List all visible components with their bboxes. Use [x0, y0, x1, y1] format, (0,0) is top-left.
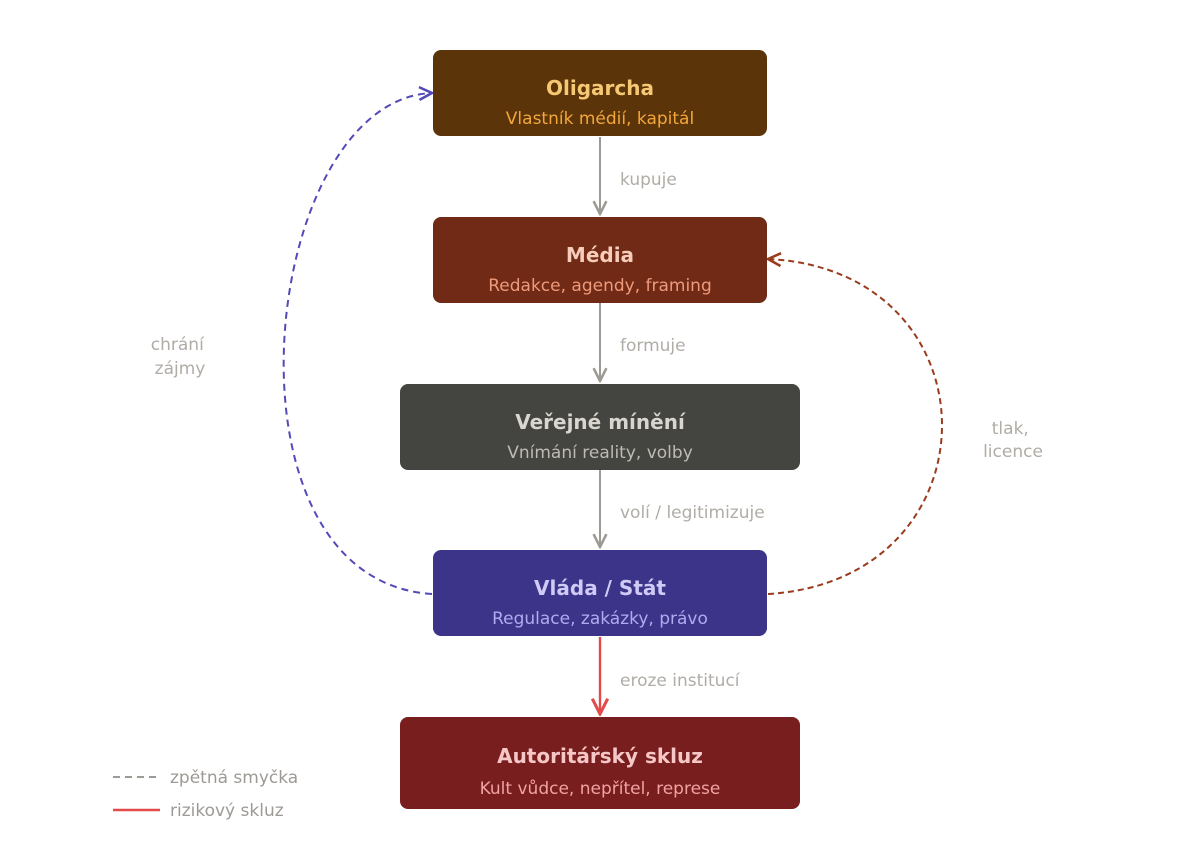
feedback-arrow-chrani-zajmy [282, 93, 432, 595]
edge-label-formuje: formuje [620, 336, 686, 356]
node-title: Oligarcha [546, 76, 654, 100]
node-verejne-mineni: Veřejné mínění Vnímání reality, volby [400, 384, 800, 470]
node-title: Veřejné mínění [515, 410, 686, 434]
node-title: Vláda / Stát [534, 576, 666, 600]
edge-label-voli: volí / legitimizuje [620, 503, 765, 523]
node-subtitle: Vnímání reality, volby [507, 443, 693, 463]
legend-label: rizikový skluz [170, 801, 284, 821]
node-title: Média [566, 243, 634, 267]
legend: zpětná smyčka rizikový skluz [113, 768, 298, 821]
node-subtitle: Redakce, agendy, framing [488, 276, 712, 296]
feedback-label-tlak-licence: tlak, licence [983, 419, 1043, 462]
node-box [433, 550, 767, 636]
node-box [400, 717, 800, 809]
node-media: Média Redakce, agendy, framing [433, 217, 767, 303]
feedback-label-chrani-zajmy: chrání zájmy [151, 335, 209, 379]
legend-item-risk-slide: rizikový skluz [113, 801, 284, 821]
node-vlada-stat: Vláda / Stát Regulace, zakázky, právo [433, 550, 767, 636]
node-autoritarsky-skluz: Autoritářský skluz Kult vůdce, nepřítel,… [400, 717, 800, 809]
node-subtitle: Kult vůdce, nepřítel, represe [480, 779, 721, 799]
node-oligarcha: Oligarcha Vlastník médií, kapitál [433, 50, 767, 136]
node-subtitle: Regulace, zakázky, právo [492, 609, 708, 629]
legend-item-feedback-loop: zpětná smyčka [113, 768, 298, 788]
node-box [400, 384, 800, 470]
edge-label-kupuje: kupuje [620, 170, 677, 190]
edge-label-eroze: eroze institucí [620, 671, 741, 691]
node-title: Autoritářský skluz [497, 744, 703, 768]
node-subtitle: Vlastník médií, kapitál [506, 109, 694, 129]
legend-label: zpětná smyčka [170, 768, 298, 788]
node-box [433, 50, 767, 136]
node-box [433, 217, 767, 303]
